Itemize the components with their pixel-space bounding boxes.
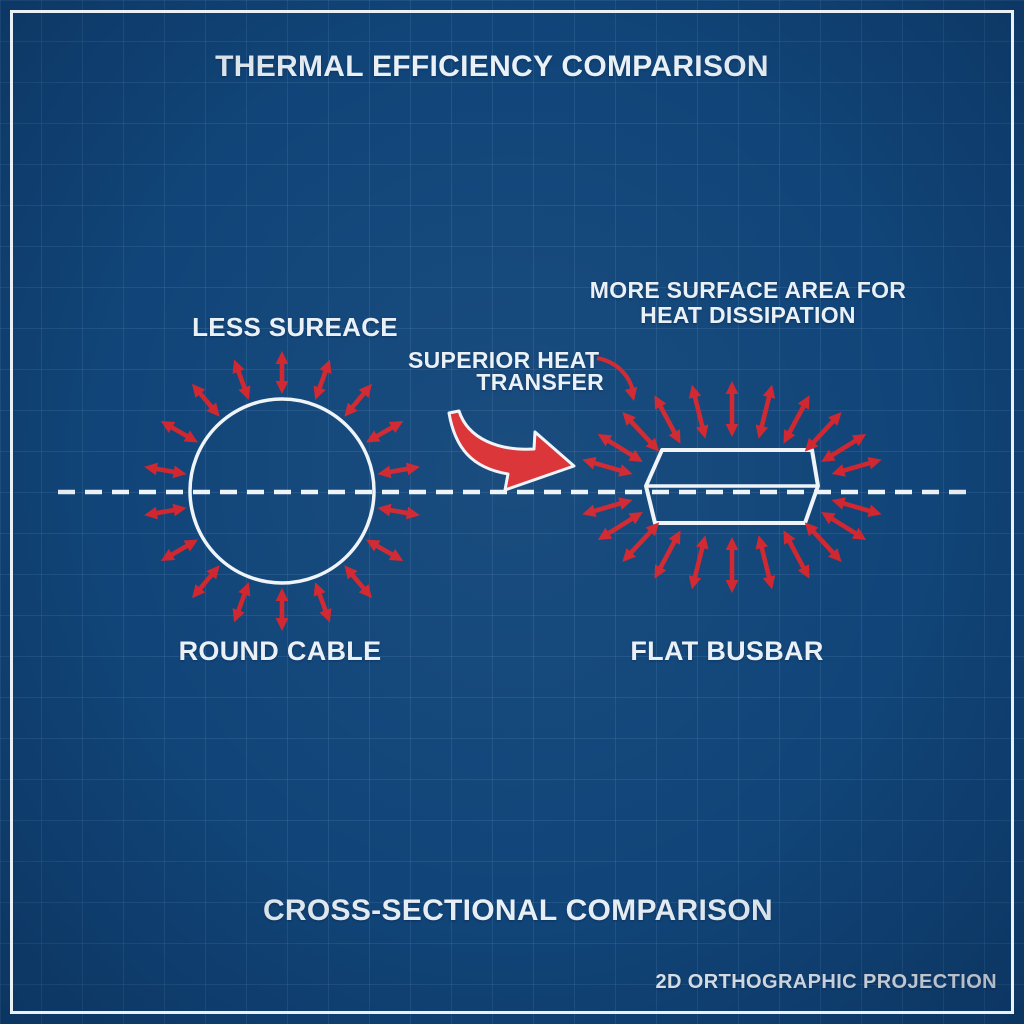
heat-arrow bbox=[622, 522, 660, 562]
transfer-arrow bbox=[447, 409, 576, 492]
heat-arrow bbox=[144, 462, 187, 479]
superior-heat-annotation: SUPERIOR HEAT TRANSFER bbox=[408, 347, 604, 395]
heat-arrow bbox=[821, 512, 867, 540]
heat-arrow bbox=[275, 588, 289, 631]
flat-busbar-name-label: FLAT BUSBAR bbox=[630, 636, 824, 666]
round-cable-surface-label: LESS SUREACE bbox=[192, 312, 398, 342]
busbar-surface-label: MORE SURFACE AREA FOR HEAT DISSIPATION bbox=[588, 278, 908, 328]
heat-arrow bbox=[582, 457, 633, 477]
heat-arrow bbox=[622, 412, 660, 452]
heat-arrow bbox=[831, 497, 882, 517]
busbar-surface-label-line1: MORE SURFACE AREA FOR bbox=[589, 277, 907, 303]
projection-note: 2D ORTHOGRAPHIC PROJECTION bbox=[655, 971, 997, 993]
superior-heat-line1: SUPERIOR HEAT bbox=[408, 347, 600, 373]
heat-arrow bbox=[232, 582, 251, 623]
heat-arrow bbox=[821, 434, 867, 462]
heat-arrow bbox=[597, 434, 643, 462]
heat-arrow bbox=[313, 582, 332, 623]
heat-arrow bbox=[755, 384, 776, 439]
heat-arrow bbox=[344, 383, 372, 417]
heat-arrow bbox=[582, 497, 633, 517]
heat-arrow bbox=[192, 565, 220, 599]
heat-arrow bbox=[804, 412, 842, 452]
frame-border bbox=[10, 10, 1014, 1014]
heat-arrow bbox=[192, 383, 220, 417]
heat-arrow bbox=[755, 535, 776, 590]
round-cable-name-label: ROUND CABLE bbox=[178, 636, 382, 666]
heat-arrow bbox=[160, 539, 198, 561]
heat-arrow bbox=[597, 512, 643, 540]
heat-arrow bbox=[232, 359, 251, 400]
heat-arrow bbox=[160, 421, 198, 443]
heat-arrow bbox=[654, 530, 681, 579]
heat-arrow bbox=[313, 359, 332, 400]
heat-arrow bbox=[783, 530, 810, 579]
superior-heat-line2: TRANSFER bbox=[476, 369, 604, 395]
heat-arrow bbox=[831, 457, 882, 477]
heat-arrow bbox=[688, 535, 709, 590]
heat-arrow bbox=[366, 421, 404, 443]
bottom-subtitle: CROSS-SECTIONAL COMPARISON bbox=[262, 894, 774, 927]
heat-arrow bbox=[688, 384, 709, 439]
heat-arrow bbox=[144, 503, 187, 520]
heat-arrows-group bbox=[144, 351, 882, 631]
heat-arrow bbox=[654, 395, 681, 444]
heat-arrow bbox=[377, 503, 420, 520]
heat-arrow bbox=[783, 395, 810, 444]
heat-arrow bbox=[377, 462, 420, 479]
heat-arrow bbox=[366, 539, 404, 561]
heat-arrow bbox=[275, 351, 289, 394]
heat-arrow bbox=[725, 537, 739, 593]
page-title: THERMAL EFFICIENCY COMPARISON bbox=[215, 50, 769, 83]
heat-arrow bbox=[804, 522, 842, 562]
annotation-pointer-arrow bbox=[596, 356, 638, 401]
busbar-surface-label-line2: HEAT DISSIPATION bbox=[640, 302, 856, 328]
heat-arrow bbox=[725, 381, 739, 437]
heat-arrow bbox=[344, 565, 372, 599]
round-cable-outline bbox=[188, 397, 376, 585]
